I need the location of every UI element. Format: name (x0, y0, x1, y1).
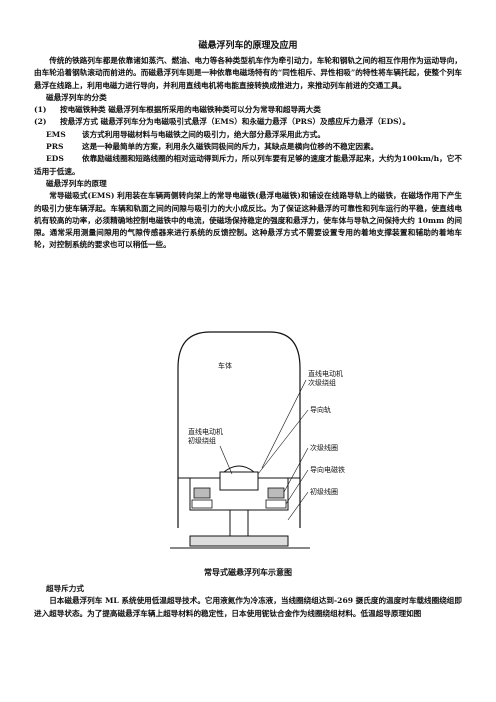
guide-magnet-left (191, 499, 213, 509)
guide-magnet-right (265, 499, 287, 509)
track-base (189, 535, 289, 547)
classification-heading: 磁悬浮列车的分类 (46, 92, 107, 102)
definition-text: 这是一种最简单的方案，利用永久磁铁同极间的斥力，其缺点是横向位移的不稳定因素。 (82, 142, 379, 152)
leader-primary-coil (287, 491, 309, 521)
superconducting-section: 超导斥力式 日本磁悬浮列车 ML 系统使用低温超导技术。它用液氦作为冷冻液，当线… (34, 583, 462, 620)
definition-term: PRS (46, 142, 64, 152)
label-primary-coil: 初级线圈 (310, 487, 338, 496)
principle-paragraph: 常导磁吸式(EMS) 利用装在车辆两侧转向架上的常导电磁铁(悬浮电磁铁)和铺设在… (34, 191, 462, 250)
item-text: 按电磁铁种类 磁悬浮列车根据所采用的电磁铁种类可以分为常导和超导两大类 (60, 105, 321, 115)
guide-rail (219, 471, 259, 491)
definition-text: 依靠励磁线圈和短路线圈的相对运动得到斥力，所以列车要有足够的速度才能悬浮起来，大… (34, 154, 462, 176)
superconducting-paragraph: 日本磁悬浮列车 ML 系统使用低温超导技术。它用液氦作为冷冻液，当线圈绕组达到-… (34, 596, 462, 618)
leader-motor-secondary (261, 379, 307, 469)
guide-rail-head (223, 465, 255, 473)
label-motor-secondary-2: 次级绕组 (308, 378, 336, 387)
label-guide-magnet: 导向电磁铁 (310, 465, 345, 474)
definition-term: EDS (46, 154, 64, 164)
secondary-coil-right (267, 487, 285, 499)
leader-secondary-coil (283, 447, 309, 493)
label-motor-primary-2: 初级绕组 (188, 436, 216, 445)
car-body-outline (177, 331, 301, 528)
item-text: 按悬浮方式 磁悬浮列车分为电磁吸引式悬浮（EMS）和永磁力悬浮（PRS）及感应斥… (60, 117, 411, 127)
label-motor-primary-1: 直线电动机 (188, 427, 223, 436)
secondary-coil-left (193, 487, 211, 499)
classification-item: (1) 按电磁铁种类 磁悬浮列车根据所采用的电磁铁种类可以分为常导和超导两大类 (34, 104, 462, 116)
label-car-body: 车体 (218, 361, 232, 370)
intro-paragraph: 传统的铁路列车都是依靠诸如蒸汽、燃油、电力等各种类型机车作为牵引动力，车轮和钢轨… (34, 56, 462, 90)
item-number: (2) (34, 117, 47, 127)
support-column (229, 509, 249, 539)
document-title: 磁悬浮列车的原理及应用 (198, 41, 298, 51)
item-number: (1) (34, 105, 47, 115)
definition-text: 该方式利用导磁材料与电磁铁之间的吸引力，绝大部分悬浮采用此方式。 (82, 129, 325, 139)
label-secondary-coil: 次级线圈 (310, 443, 338, 452)
definition-prs: PRS 这是一种最简单的方案，利用永久磁铁同极间的斥力，其缺点是横向位移的不稳定因… (34, 141, 462, 153)
leader-guide-rail (257, 409, 309, 475)
definition-ems: EMS 该方式利用导磁材料与电磁铁之间的吸引力，绝大部分悬浮采用此方式。 (34, 129, 462, 141)
label-guide-rail: 导向轨 (310, 405, 331, 414)
leader-guide-magnet (285, 469, 309, 505)
leader-motor-primary (219, 445, 233, 475)
superconducting-heading: 超导斥力式 (46, 584, 84, 593)
document-body: 磁悬浮列车的原理及应用 传统的铁路列车都是依靠诸如蒸汽、燃油、电力等各种类型机车… (34, 40, 462, 252)
label-motor-secondary-1: 直线电动机 (308, 369, 343, 378)
principle-heading: 磁悬浮列车的原理 (46, 178, 107, 188)
maglev-diagram: 车体 直线电动机 次级绕组 导向轨 直线电动机 初级绕组 次级线圈 导向电磁铁 … (170, 331, 345, 549)
definition-term: EMS (46, 129, 66, 139)
classification-item: (2) 按悬浮方式 磁悬浮列车分为电磁吸引式悬浮（EMS）和永磁力悬浮（PRS）… (34, 116, 462, 128)
figure-caption: 常导式磁悬浮列车示意图 (204, 567, 292, 577)
